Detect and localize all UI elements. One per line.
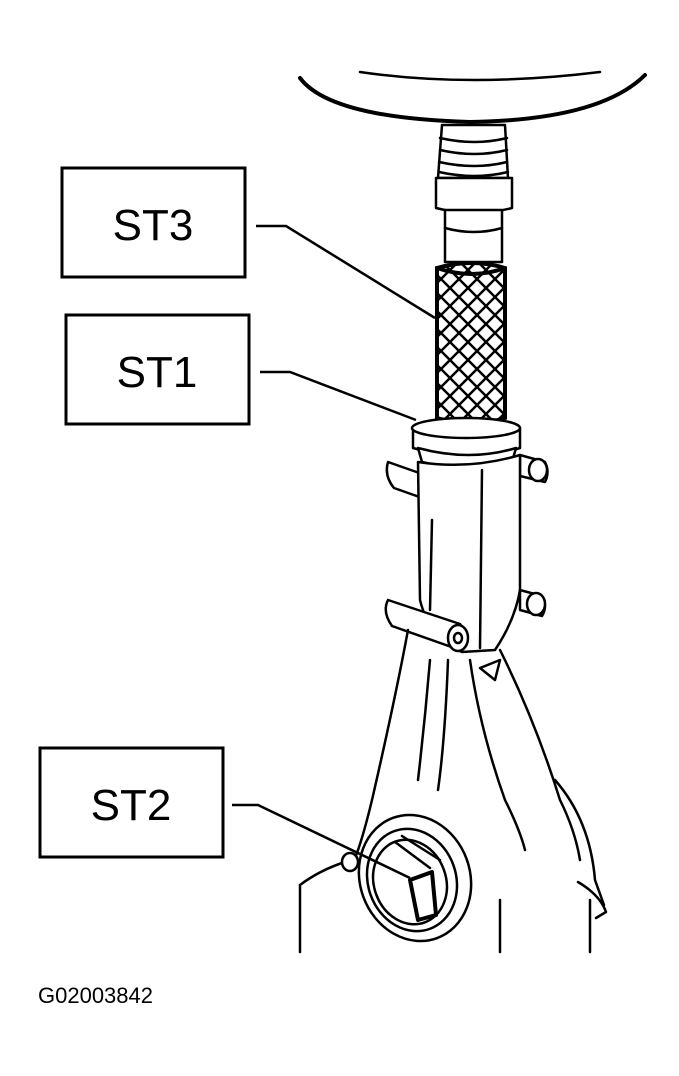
figure-id: G02003842 xyxy=(38,983,153,1008)
knuckle-housing xyxy=(298,453,608,954)
label-st3: ST3 xyxy=(60,166,436,320)
st2-race xyxy=(340,813,473,943)
label-st2-text: ST2 xyxy=(91,781,172,830)
press-plate xyxy=(298,70,647,124)
threaded-shaft xyxy=(434,123,514,264)
label-st1-text: ST1 xyxy=(117,348,198,397)
label-st3-text: ST3 xyxy=(113,201,194,250)
label-st2: ST2 xyxy=(38,746,411,880)
label-st1: ST1 xyxy=(64,313,417,426)
st3-tool xyxy=(435,261,507,425)
